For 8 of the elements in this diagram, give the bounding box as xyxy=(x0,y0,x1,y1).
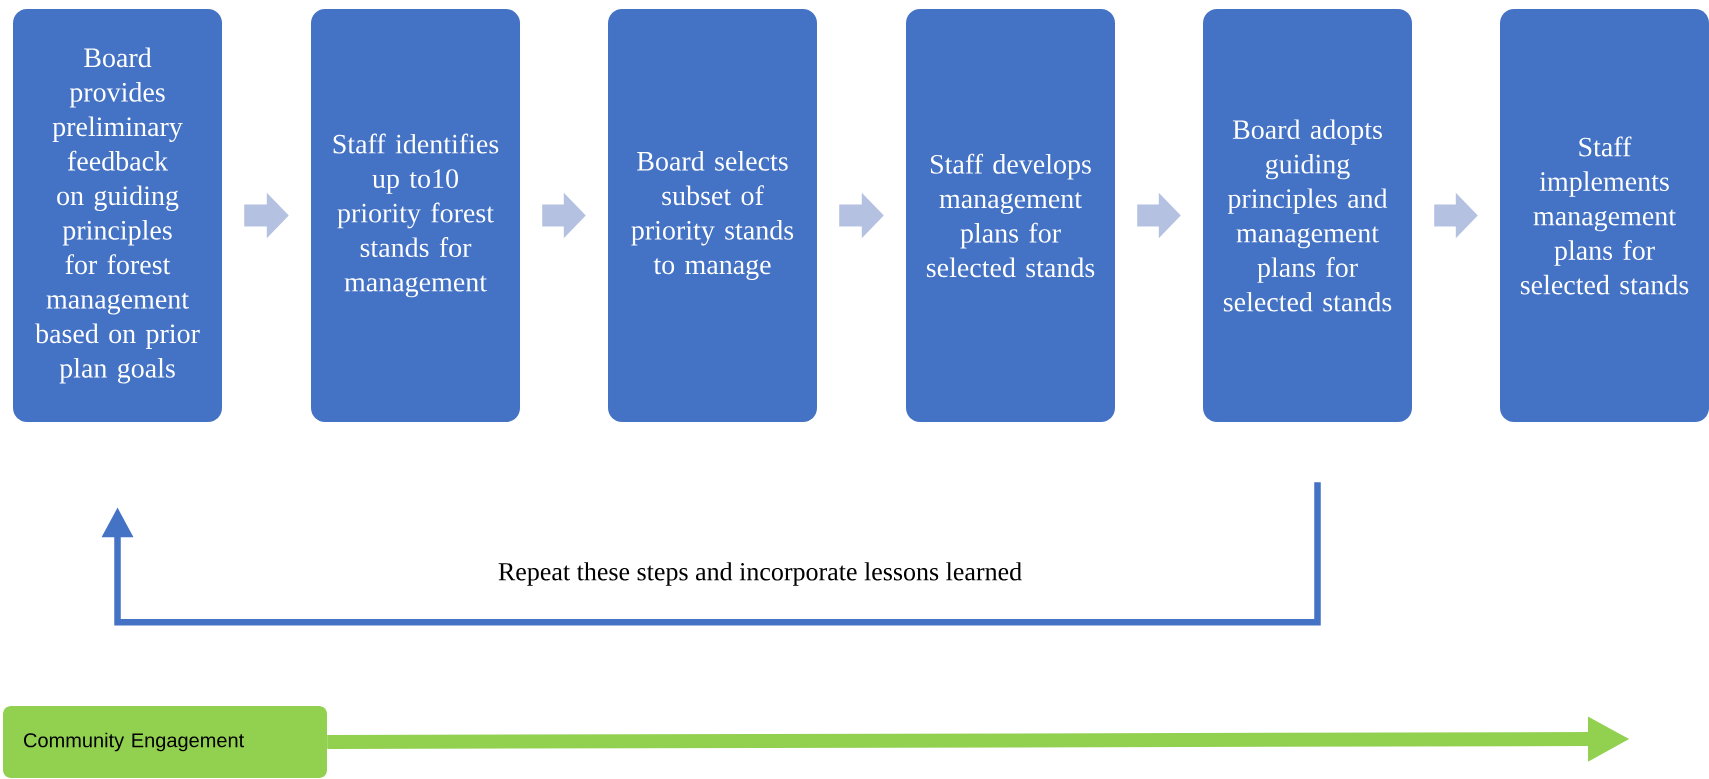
step-box: Staff identifies up to10 priority forest stands for management xyxy=(311,9,520,422)
step-box: Board adopts guiding principles and management plans for selected stands xyxy=(1203,9,1412,422)
step-box: Staff implements management plans for selected stands xyxy=(1500,9,1709,422)
step-box: Board selects subset of priority stands to manage xyxy=(608,9,817,422)
edge-label: Repeat these steps and incorporate lessons learned xyxy=(498,562,1022,586)
step-box: Board provides preliminary feedback on guiding principles for forest management based on prior plan goals xyxy=(13,9,222,422)
step-box: Staff develops management plans for selected stands xyxy=(906,9,1115,422)
label-box: Community Engagement xyxy=(3,706,327,778)
